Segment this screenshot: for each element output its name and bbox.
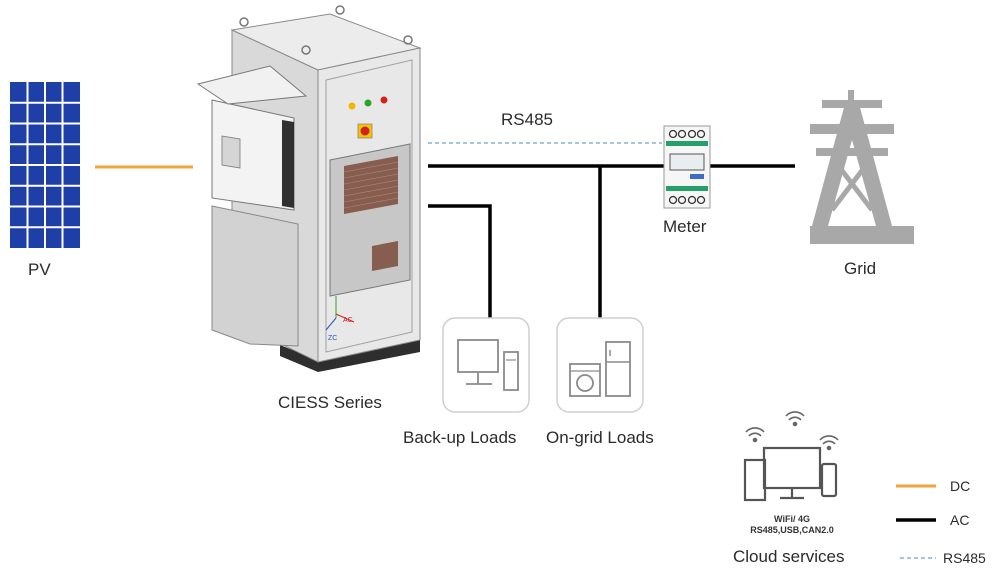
meter-label: Meter (663, 217, 707, 236)
backup-loads-label: Back-up Loads (403, 428, 517, 447)
grid-tower-icon (810, 90, 914, 244)
grid-label: Grid (844, 259, 877, 278)
legend-ac-label: AC (950, 512, 970, 528)
pv-label: PV (28, 260, 51, 279)
rs485-link-label: RS485 (501, 110, 553, 129)
cloud-services-icon (743, 446, 838, 502)
legend-rs485-label: RS485 (943, 550, 986, 566)
cloud-services-label: Cloud services (733, 547, 845, 566)
meter-icon (663, 125, 711, 209)
ac-lines (428, 164, 795, 318)
cabinet-zc-mark: ZC (328, 335, 337, 342)
ongrid-loads-label: On-grid Loads (546, 428, 654, 447)
ciess-cabinet-icon (196, 5, 422, 372)
cloud-line1-label: WiFi/ 4G (774, 514, 810, 524)
ongrid-loads-icon (556, 317, 644, 413)
cabinet-ac-mark: AC (343, 317, 353, 324)
wifi-icons (745, 411, 839, 451)
cloud-line2-label: RS485,USB,CAN2.0 (750, 525, 834, 535)
legend-dc-label: DC (950, 478, 971, 494)
legend (896, 484, 936, 559)
pv-panel-icon (10, 82, 80, 248)
backup-loads-icon (442, 317, 530, 413)
ciess-label: CIESS Series (278, 393, 382, 412)
